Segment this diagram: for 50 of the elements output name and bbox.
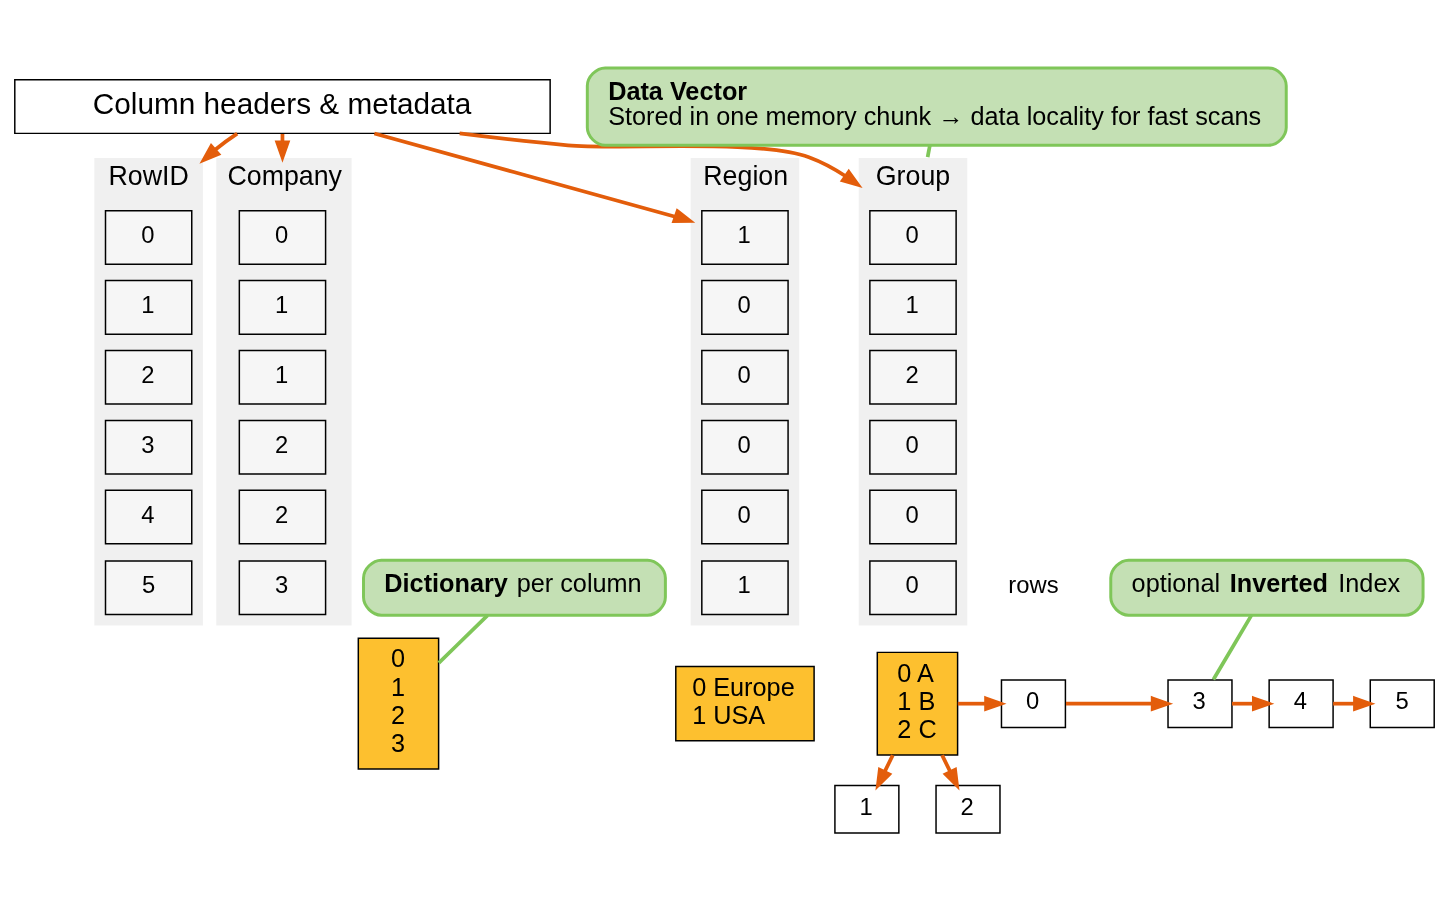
node-box: 1 [104, 279, 193, 335]
arrow [373, 131, 696, 223]
node-box: 0 [701, 279, 789, 335]
node-box: 2 [238, 489, 327, 545]
node-box: 0 [869, 489, 957, 545]
node-box: 3 [238, 559, 327, 615]
node-box: 1 [869, 279, 957, 335]
arrow [199, 131, 239, 164]
node-box: 4 [104, 489, 193, 545]
node-box: 0 [1000, 678, 1067, 728]
node-box: Data Vector Stored in one memory chunk → data locality for fast scans [585, 65, 1288, 147]
node-box: 0 A 1 B 2 C [876, 651, 959, 756]
node-box: 5 [104, 559, 193, 615]
node-box: 1 [238, 279, 327, 335]
node-box: 0 [701, 489, 789, 545]
node-box: 3 [1167, 678, 1233, 728]
label: rows [1008, 570, 1059, 598]
node-box: 2 [935, 784, 1001, 834]
node-box: 0 [869, 419, 957, 475]
node-box: 3 [104, 419, 193, 475]
arrow [875, 753, 895, 790]
node-box: 0 1 2 3 [357, 637, 440, 770]
node-box: 2 [238, 419, 327, 475]
node-box: 0 [869, 209, 957, 265]
node-box: 4 [1268, 678, 1334, 728]
node-box: 0 Europe 1 USA [675, 665, 815, 742]
node-box: 5 [1369, 678, 1435, 728]
node-box: 1 [701, 209, 789, 265]
connector [1211, 613, 1253, 680]
connector [925, 144, 932, 157]
node-box: 1 [238, 349, 327, 405]
node-box: 2 [869, 349, 957, 405]
arrow [957, 695, 1007, 711]
node-box: 0 [238, 209, 327, 265]
node-box: 1 [834, 784, 900, 834]
node-box: Dictionary per column [362, 558, 667, 617]
arrow [1232, 695, 1275, 711]
node-box: 2 [104, 349, 193, 405]
node-box: 1 [701, 559, 789, 615]
node-box: optional Inverted Index [1109, 558, 1425, 617]
arrow [1333, 695, 1376, 711]
node-box: 0 [104, 209, 193, 265]
arrow [940, 753, 960, 790]
connector [437, 613, 489, 664]
arrow [459, 131, 863, 188]
node-box: Column headers & metadata [14, 78, 551, 134]
node-box: 0 [869, 559, 957, 615]
arrow [1066, 695, 1174, 711]
node-box: 0 [701, 349, 789, 405]
node-box: 0 [701, 419, 789, 475]
